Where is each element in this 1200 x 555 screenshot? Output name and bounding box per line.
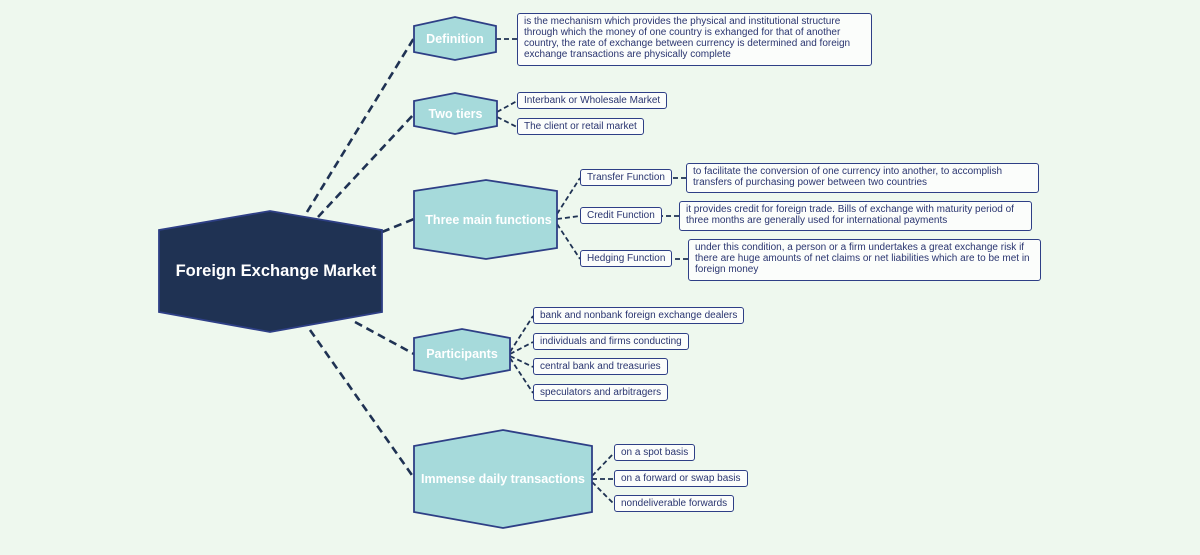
credit-detail: it provides credit for foreign trade. Bi…	[679, 201, 1032, 231]
connector-transactions-item-1	[591, 452, 615, 477]
participants-item: bank and nonbank foreign exchange dealer…	[533, 307, 745, 324]
connector-root-definition	[305, 37, 416, 213]
functions-label: Three main functions	[425, 212, 552, 227]
participants-node-shape[interactable]	[413, 328, 511, 380]
transactions-node-shape[interactable]	[413, 429, 593, 529]
connector-two-tiers-item-2	[496, 116, 518, 128]
root-node-shape[interactable]	[158, 210, 383, 333]
function-item-transfer: Transfer Function	[580, 169, 672, 186]
root-label: Foreign Exchange Market	[175, 262, 377, 280]
definition-label: Definition	[426, 31, 484, 46]
participants-item: speculators and arbitragers	[533, 384, 669, 401]
connector-participants-item-4	[509, 357, 534, 394]
connector-functions-credit	[556, 215, 581, 220]
function-item-hedging: Hedging Function	[580, 250, 673, 267]
two-tiers-node-shape[interactable]	[413, 92, 498, 135]
participants-item: central bank and treasuries	[533, 358, 668, 375]
two-tiers-item: The client or retail market	[517, 118, 644, 135]
transactions-item: nondeliverable forwards	[614, 495, 735, 512]
hedging-detail: under this condition, a person or a firm…	[688, 239, 1041, 281]
connector-functions-hedging	[556, 223, 581, 260]
participants-label: Participants	[426, 347, 498, 361]
connector-transactions-item-3	[591, 481, 615, 505]
connector-root-participants	[354, 320, 415, 356]
definition-node-shape[interactable]	[413, 16, 497, 61]
definition-text: is the mechanism which provides the phys…	[517, 13, 872, 66]
two-tiers-item: Interbank or Wholesale Market	[517, 92, 668, 109]
connector-root-functions	[381, 217, 415, 234]
functions-node-shape[interactable]	[413, 179, 558, 260]
participants-item: individuals and firms conducting	[533, 333, 689, 350]
transfer-detail: to facilitate the conversion of one curr…	[686, 163, 1039, 193]
connector-root-two-tiers	[317, 113, 415, 218]
transactions-item: on a forward or swap basis	[614, 470, 748, 487]
function-item-credit: Credit Function	[580, 207, 662, 224]
two-tiers-label: Two tiers	[428, 106, 483, 121]
connector-functions-transfer	[556, 177, 581, 215]
transactions-label: Immense daily transactions	[421, 472, 585, 486]
connector-root-transactions	[308, 329, 416, 479]
connector-two-tiers-item-1	[496, 100, 518, 113]
connector-participants-item-2	[509, 341, 534, 355]
connector-participants-item-3	[509, 355, 534, 368]
connector-participants-item-1	[509, 315, 534, 353]
transactions-item: on a spot basis	[614, 444, 696, 461]
